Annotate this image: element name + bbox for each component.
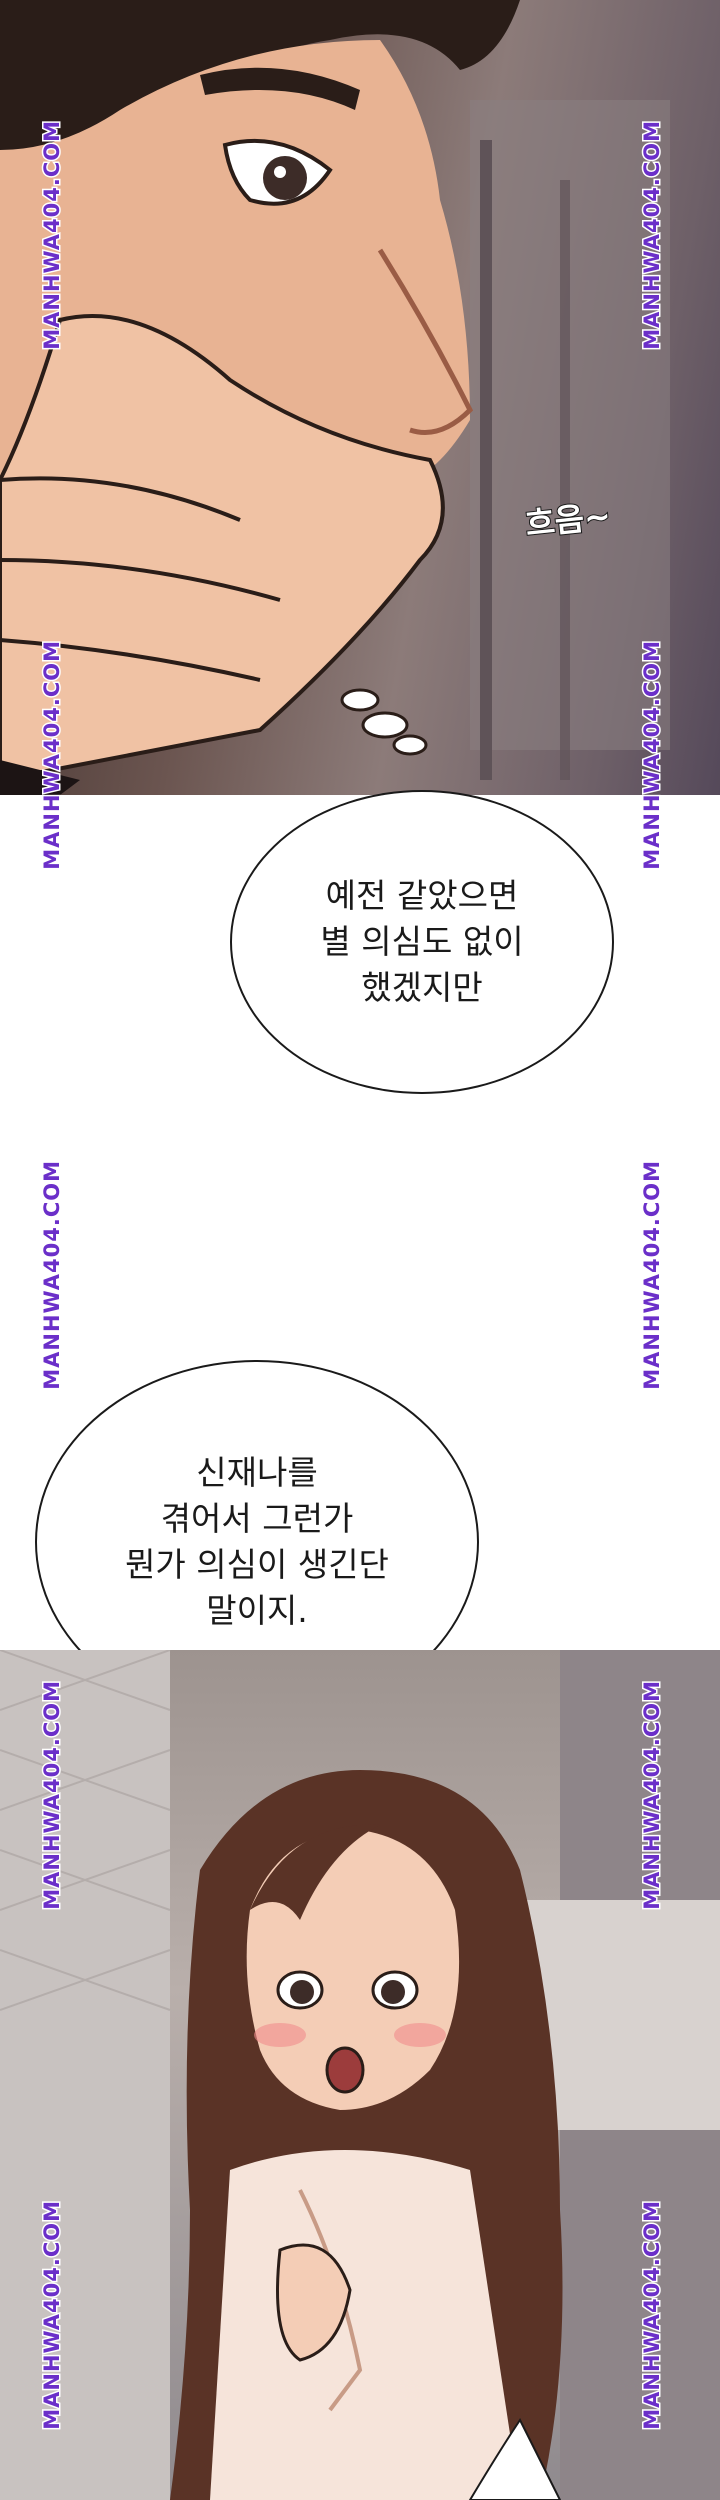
watermark: MANHWA404.COM: [639, 1679, 666, 1912]
speech-bubble-2-text: 신재나를 겪어서 그런가 뭔가 의심이 생긴단 말이지.: [125, 1453, 389, 1630]
watermark: MANHWA404.COM: [639, 119, 666, 352]
woman-illustration: [0, 1650, 720, 2500]
speech-bubble-1: 예전 같았으면 별 의심도 없이 했겠지만: [230, 790, 614, 1094]
watermark: MANHWA404.COM: [39, 119, 66, 352]
sfx-hmm: 흐음~: [522, 496, 613, 545]
watermark: MANHWA404.COM: [39, 1679, 66, 1912]
speech-bubble-1-text: 예전 같았으면 별 의심도 없이 했겠지만: [320, 876, 524, 1007]
panel-man-thinking: 흐음~: [0, 0, 720, 795]
watermark: MANHWA404.COM: [39, 1159, 66, 1392]
watermark: MANHWA404.COM: [639, 1159, 666, 1392]
man-illustration: [0, 0, 670, 795]
watermark: MANHWA404.COM: [639, 2199, 666, 2432]
panel-woman-surprised: [0, 1650, 720, 2500]
watermark: MANHWA404.COM: [39, 2199, 66, 2432]
watermark: MANHWA404.COM: [639, 639, 666, 872]
watermark: MANHWA404.COM: [39, 639, 66, 872]
